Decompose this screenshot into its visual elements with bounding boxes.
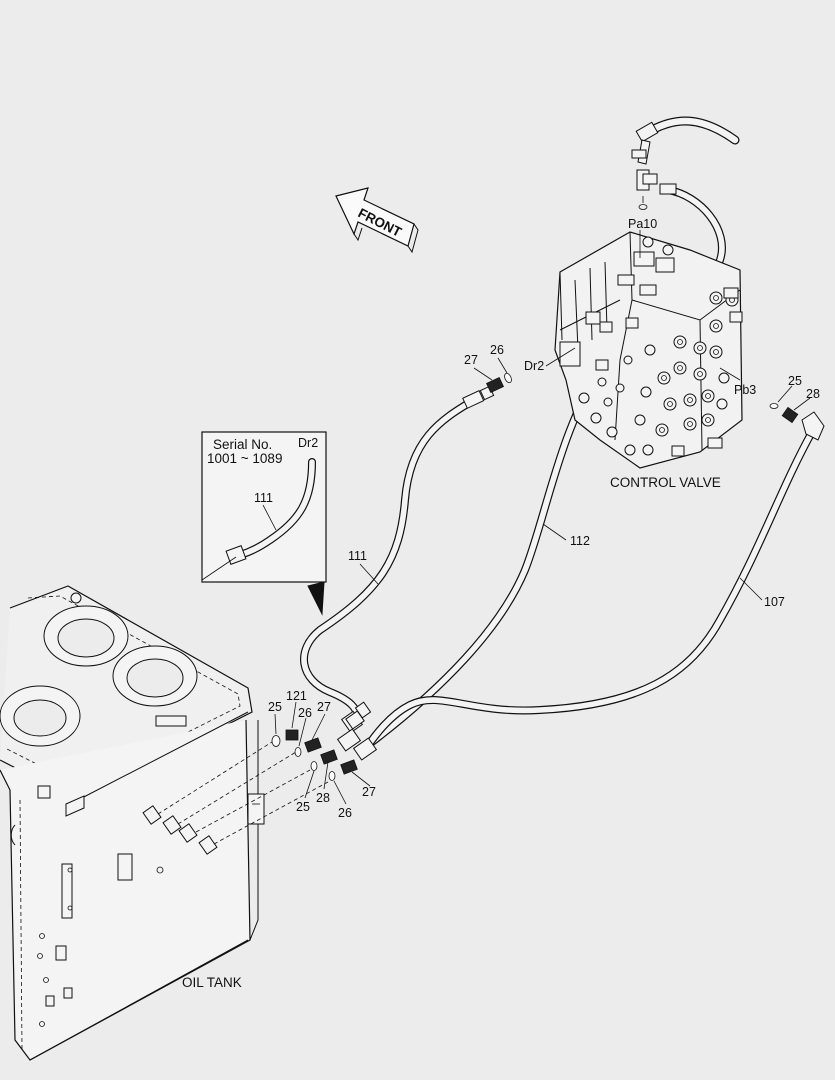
- pb3-fittings: [769, 385, 811, 424]
- part-label-111: 111: [348, 549, 367, 563]
- oil-tank: [0, 585, 265, 1061]
- serial-inset: Serial No. 1001 ~ 1089 Dr2 111: [201, 431, 327, 583]
- port-dr2-label: Dr2: [524, 359, 544, 373]
- part-label-26-low: 26: [338, 806, 352, 820]
- upper-supply-hose: [631, 116, 740, 210]
- port-labels: Pa10 Dr2 Pb3 CONTROL VALVE OIL TANK: [182, 217, 756, 990]
- control-valve-label: CONTROL VALVE: [610, 475, 721, 490]
- tank-fittings: [271, 701, 371, 805]
- part-label-27-dr2: 27: [464, 353, 478, 367]
- part-number-labels: 111 112 107 27 26 25 28 25 121 26 27 25 …: [268, 343, 820, 820]
- part-label-25-top: 25: [268, 700, 282, 714]
- dr2-fittings: [473, 357, 512, 394]
- part-label-28-low: 28: [316, 791, 330, 805]
- part-label-112: 112: [570, 534, 590, 548]
- part-label-28-pb3: 28: [806, 387, 820, 401]
- hose-107: [361, 411, 825, 754]
- inset-serial-range: 1001 ~ 1089: [207, 451, 282, 466]
- front-arrow: FRONT: [335, 187, 419, 254]
- part-label-25-low: 25: [296, 800, 310, 814]
- inset-part-label: 111: [254, 491, 273, 505]
- tank-port-leaders: [157, 741, 329, 845]
- tank-flange-left: [0, 605, 198, 747]
- part-label-25-pb3: 25: [788, 374, 802, 388]
- part-label-107: 107: [764, 595, 785, 609]
- part-label-27-low: 27: [362, 785, 376, 799]
- inset-pointer-arrow: [307, 581, 325, 616]
- port-pb3-label: Pb3: [734, 383, 756, 397]
- port-pa10-label: Pa10: [628, 217, 657, 231]
- inset-port-label: Dr2: [298, 436, 318, 450]
- tank-side-hose-ends: [336, 710, 378, 761]
- hose-111: [300, 385, 495, 734]
- valve-section-bolts: [578, 291, 739, 456]
- part-label-26-dr2: 26: [490, 343, 504, 357]
- inset-serial-title: Serial No.: [213, 437, 272, 452]
- oil-tank-label: OIL TANK: [182, 975, 242, 990]
- control-valve: [545, 230, 743, 469]
- part-label-121: 121: [286, 689, 307, 703]
- part-label-27-mid: 27: [317, 700, 331, 714]
- part-label-26-mid: 26: [298, 706, 312, 720]
